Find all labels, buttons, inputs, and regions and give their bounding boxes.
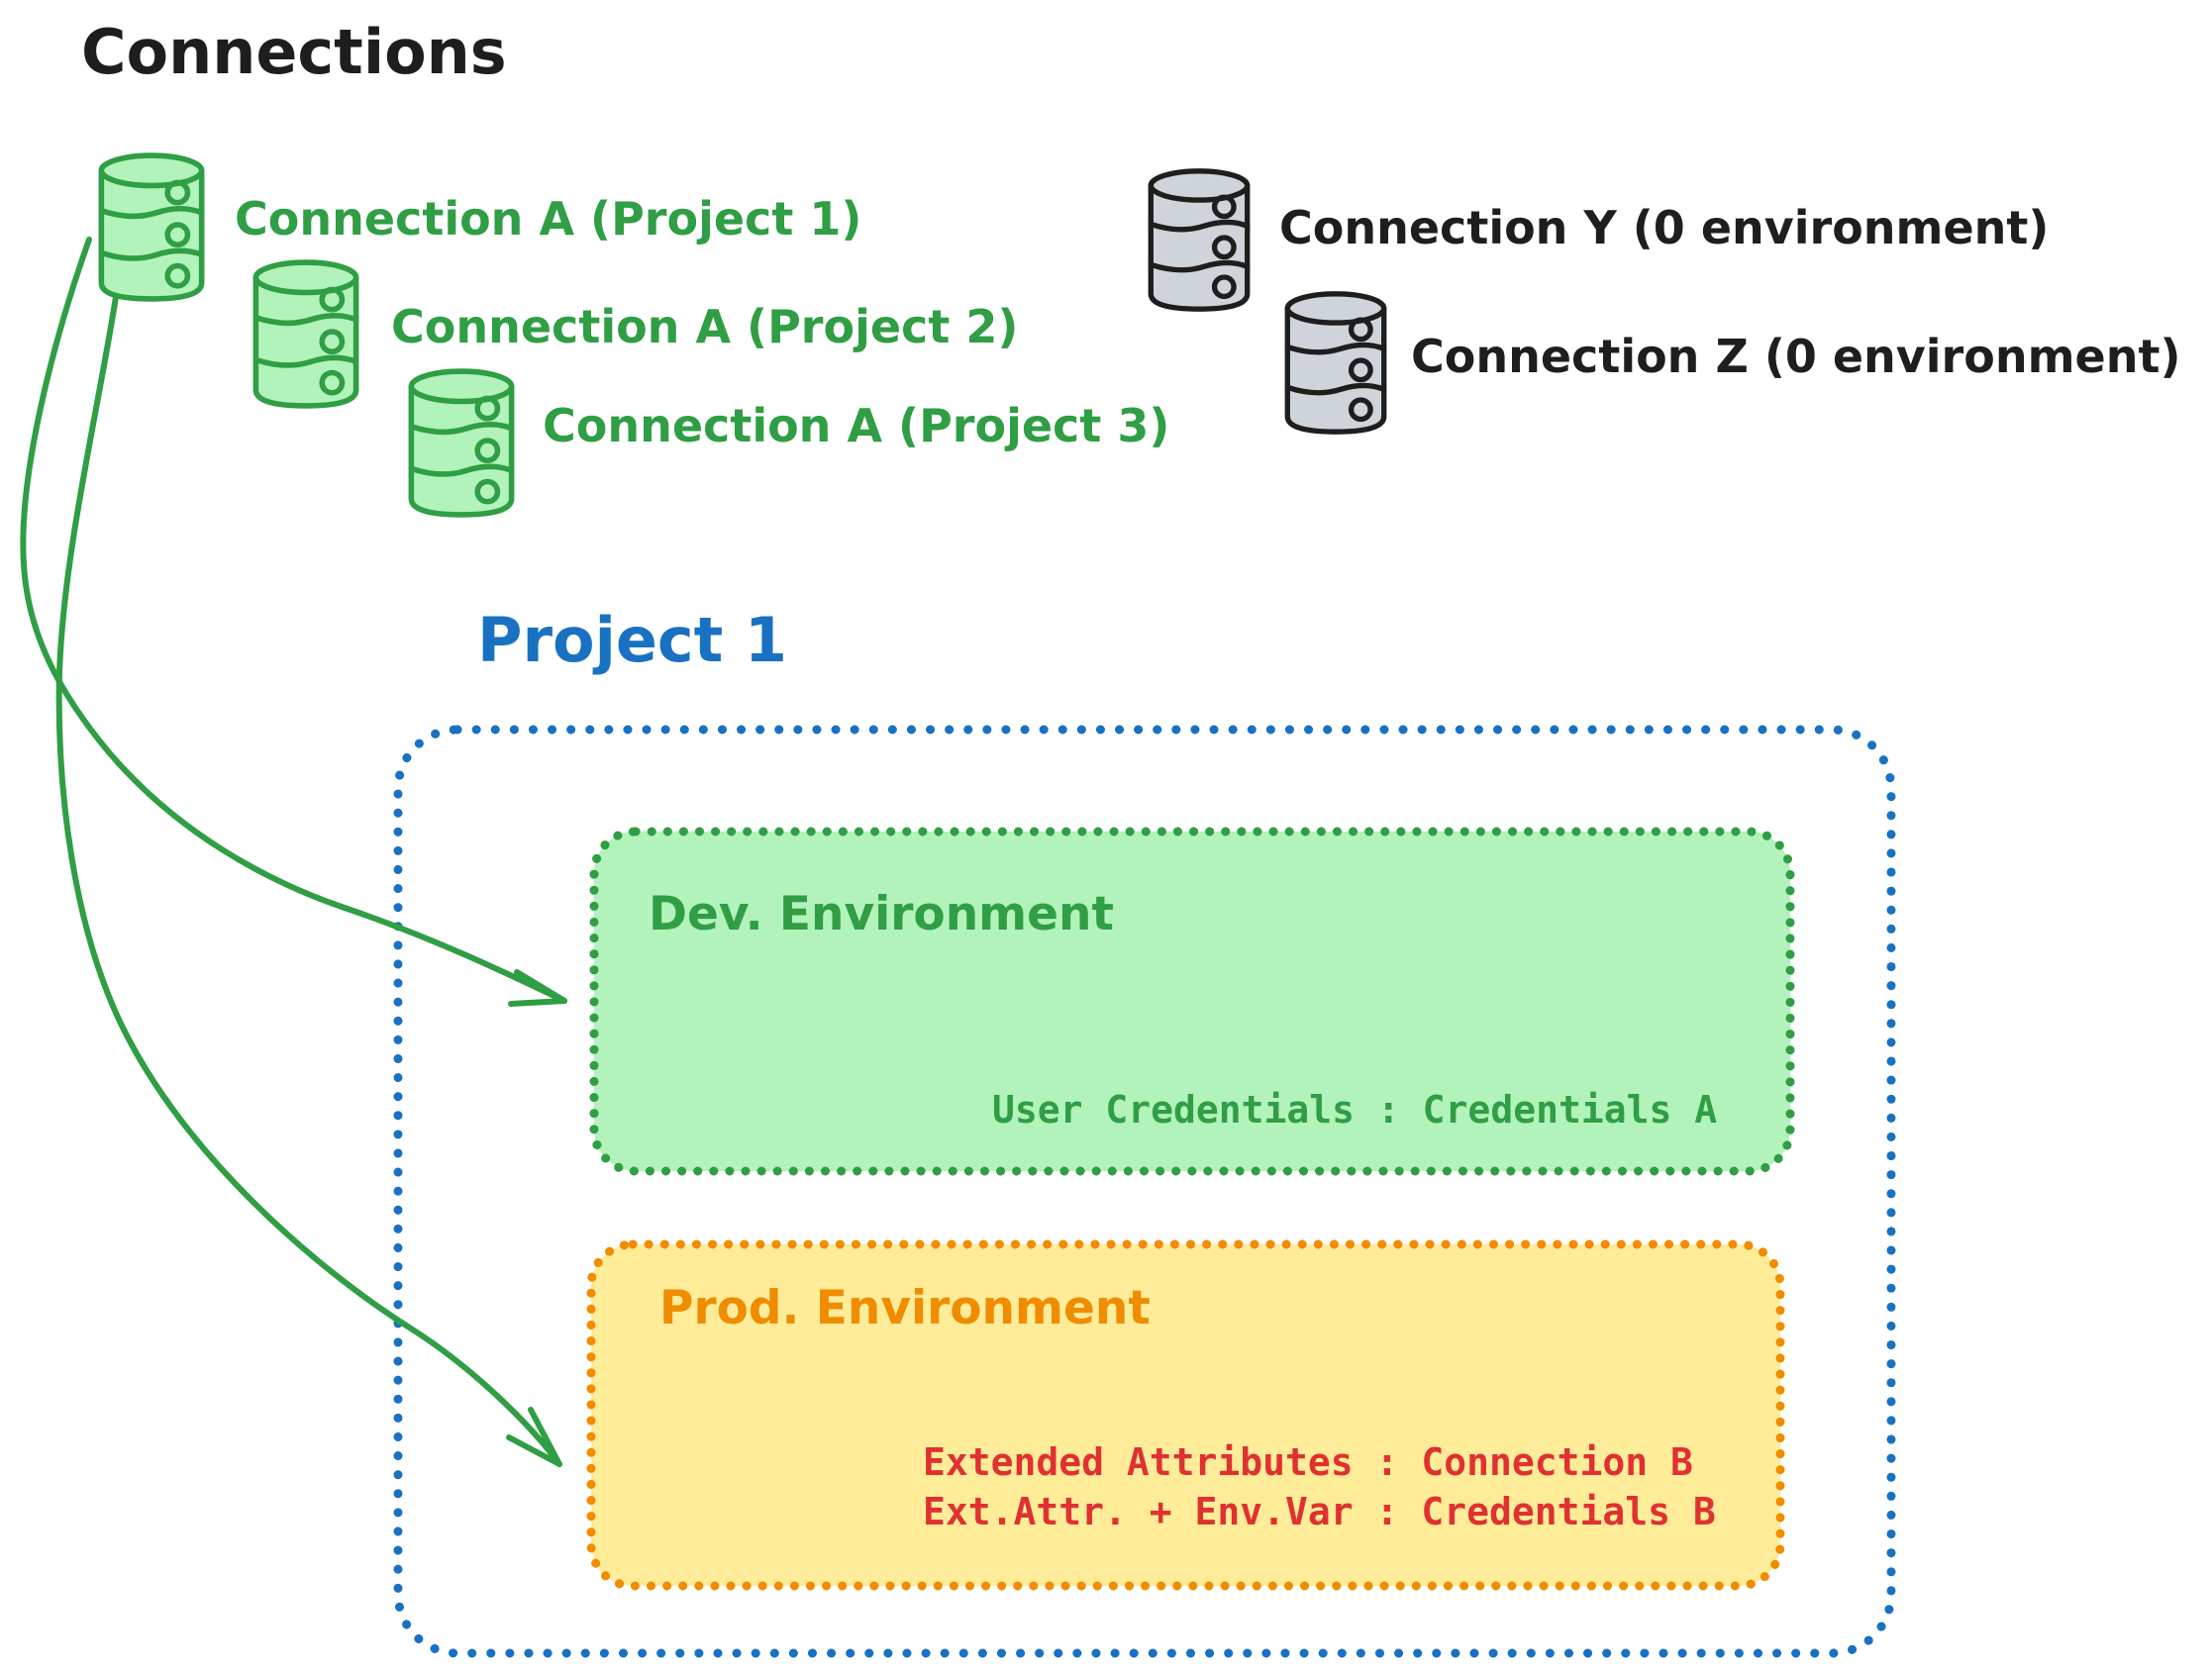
prod-environment-box	[586, 1239, 1785, 1591]
project-1-title: Project 1	[477, 604, 788, 676]
database-icon-connection-z	[1284, 291, 1387, 435]
connection-z-label: Connection Z (0 environment)	[1411, 330, 2181, 383]
arrowhead-prod-barb	[528, 1407, 562, 1467]
project-1-container-box	[393, 725, 1896, 1658]
arrowhead-prod-barb	[506, 1434, 562, 1467]
prod-credential-mappings: Extended Attributes : Connection B Ext.A…	[923, 1437, 1716, 1536]
prod-environment-title: Prod. Environment	[659, 1281, 1151, 1335]
prod-mapping-ext-attr-env-var: Ext.Attr. + Env.Var : Credentials B	[923, 1490, 1716, 1533]
dev-environment-title: Dev. Environment	[649, 887, 1114, 941]
connection-a-project-3-label: Connection A (Project 3)	[543, 399, 1170, 452]
dev-credential-mapping: User Credentials : Credentials A	[992, 1088, 1718, 1132]
arrow-connection-a-to-prod	[55, 294, 562, 1467]
connection-a-project-2-label: Connection A (Project 2)	[391, 300, 1019, 353]
database-icon-connection-y	[1148, 168, 1251, 312]
arrowhead-dev-barb	[508, 998, 567, 1007]
arrow-connection-a-to-dev	[20, 237, 567, 1007]
diagram-title: Connections	[81, 16, 507, 88]
database-icon-connection-a-project-1	[98, 152, 205, 302]
dev-environment-box	[589, 827, 1795, 1176]
database-icon-connection-a-project-3	[408, 368, 515, 518]
prod-mapping-extended-attributes: Extended Attributes : Connection B	[923, 1440, 1693, 1484]
arrowhead-dev-barb	[514, 969, 567, 1004]
database-icon-connection-a-project-2	[252, 259, 359, 409]
connection-a-project-1-label: Connection A (Project 1)	[235, 192, 862, 246]
connection-y-label: Connection Y (0 environment)	[1279, 201, 2050, 254]
